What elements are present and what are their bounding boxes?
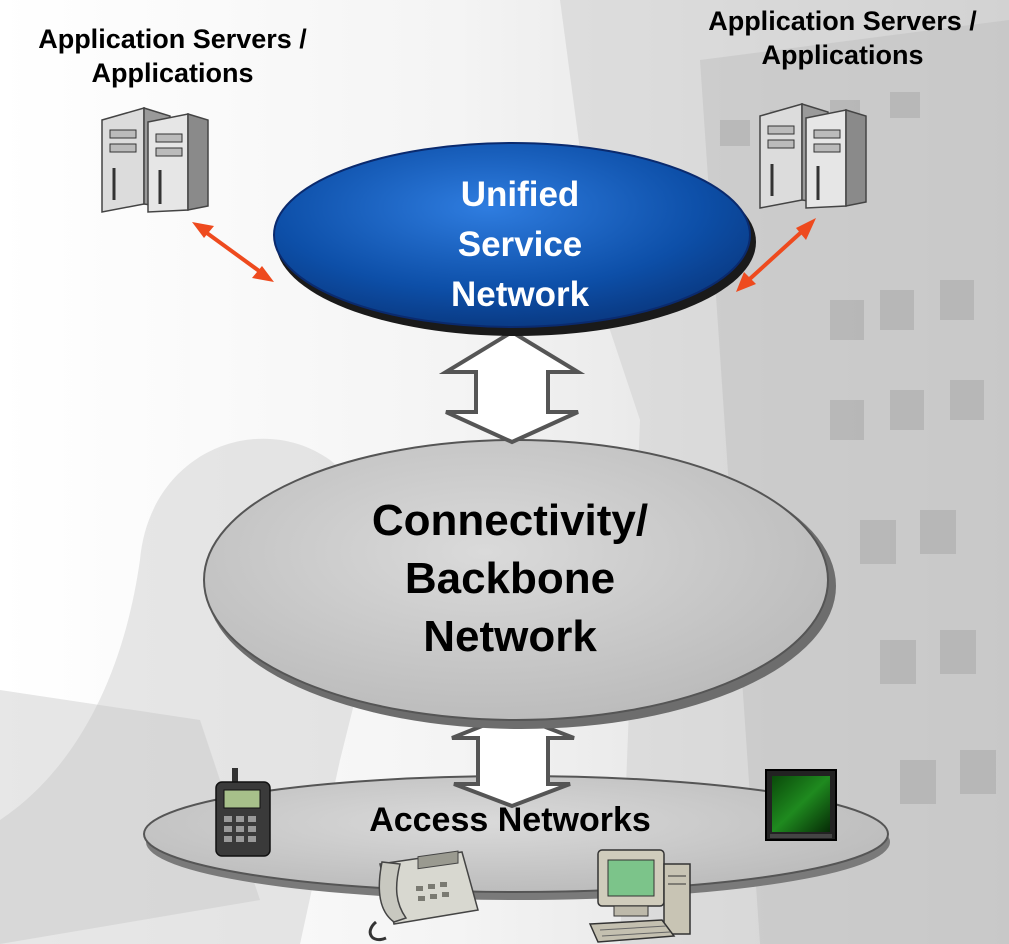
backbone-label-line: Connectivity/	[371, 496, 649, 545]
backbone-access-arrow	[451, 711, 575, 809]
access-networks-label: Access Networks	[369, 801, 651, 839]
desk-phone-icon	[368, 850, 479, 941]
left-link-arrow	[192, 222, 274, 282]
right-link-arrow	[736, 218, 816, 292]
desktop-computer-icon	[588, 849, 691, 943]
usn-label-line: Service	[457, 225, 583, 264]
unified-service-network-label: Unified Service Network	[400, 170, 640, 320]
backbone-network-ellipse	[203, 439, 836, 729]
monitor-icon	[765, 769, 837, 841]
usn-backbone-arrow	[438, 329, 586, 445]
backbone-network-label: Connectivity/ Backbone Network	[300, 492, 720, 666]
mobile-phone-icon	[215, 768, 271, 857]
unified-service-network-ellipse	[273, 142, 756, 336]
right-server-label: Application Servers / Applications	[670, 4, 1009, 72]
access-networks-ellipse	[143, 775, 890, 900]
backbone-label-line: Backbone	[404, 554, 616, 603]
server-tower-icon	[759, 102, 867, 209]
right-server-label-line: Applications	[761, 40, 924, 70]
left-server-label-line: Applications	[91, 58, 254, 88]
backbone-label-line: Network	[423, 612, 597, 661]
usn-label-line: Unified	[460, 175, 580, 214]
left-server-label: Application Servers / Applications	[0, 22, 345, 90]
usn-label-line: Network	[450, 275, 590, 314]
server-tower-icon	[101, 106, 209, 213]
right-server-label-line: Application Servers /	[708, 6, 977, 36]
left-server-label-line: Application Servers /	[38, 24, 307, 54]
